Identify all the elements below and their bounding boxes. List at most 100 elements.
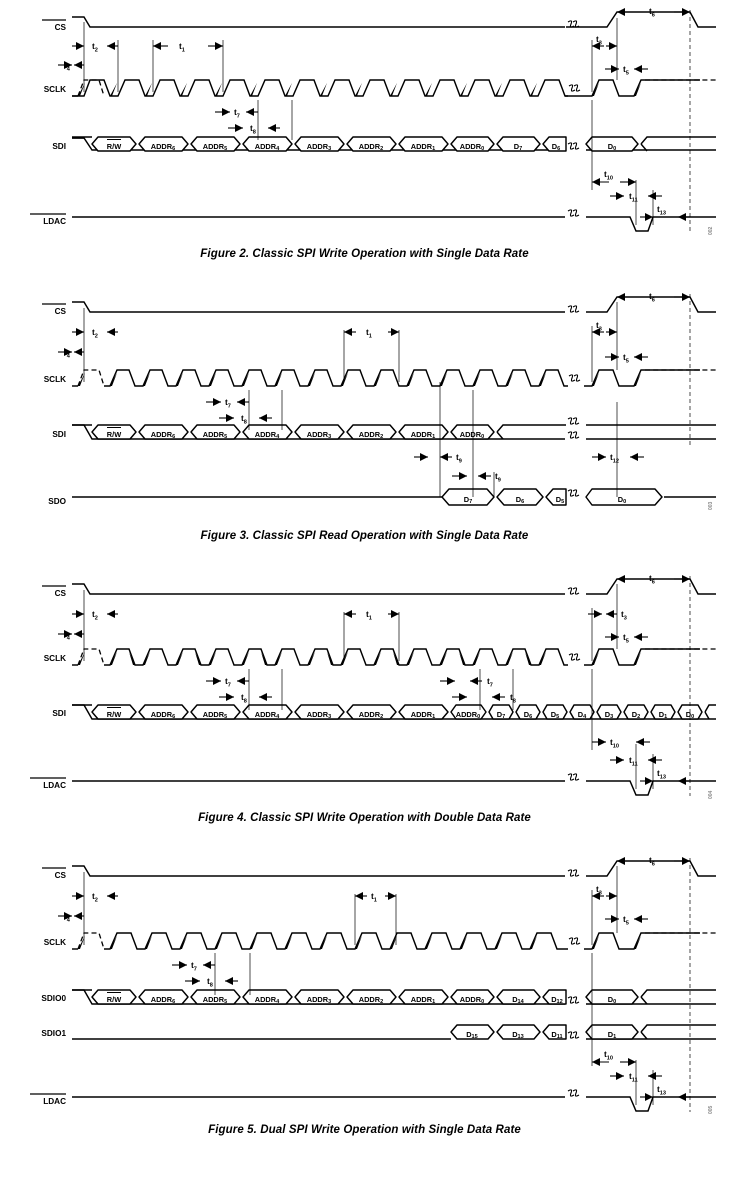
timing-marker-t11: t11 — [610, 755, 662, 767]
figure-3-caption: Figure 3. Classic SPI Read Operation wit… — [200, 530, 529, 542]
t-label: t2 — [92, 41, 98, 53]
t-label: t8 — [241, 413, 247, 425]
sdi-trailing-bottom — [496, 431, 504, 440]
sdi-cell-label: ADDR5 — [203, 430, 227, 441]
sdio1-cell-label: D1 — [608, 1030, 616, 1041]
cs-break-symbol — [567, 869, 580, 877]
signal-label-ldac: LDAC — [43, 1097, 66, 1106]
timing-marker-t5: t5 — [605, 64, 648, 76]
sdi-cell: ADDR1 — [398, 424, 449, 441]
sdi-cell: ADDR2 — [346, 136, 397, 153]
sclk-break-symbol — [568, 653, 581, 661]
sdi-waveform — [72, 704, 716, 720]
t-label: t5 — [623, 632, 629, 644]
sdo-waveform: D7 D6 D5 D0 — [72, 488, 716, 506]
sdi-cell: ADDR1 — [398, 136, 449, 153]
sdi-cell-label: D4 — [578, 710, 587, 721]
t-label: t6 — [649, 6, 655, 18]
t-label: t7 — [487, 676, 493, 688]
sdi-cell: ADDR2 — [346, 424, 397, 441]
timing-marker-t3: t3 — [592, 320, 617, 336]
sdi-cell-label: ADDR1 — [411, 430, 435, 441]
timing-marker-t5: t5 — [605, 632, 648, 644]
timing-marker-t1: t1 — [344, 609, 399, 621]
sdio1-cell-label: D11 — [551, 1030, 562, 1041]
cs-waveform-left — [72, 301, 565, 313]
timing-marker-t13: t13 — [640, 1084, 690, 1101]
t-label: t3 — [596, 34, 602, 46]
t-label: t5 — [623, 352, 629, 364]
sdi-cell-label: D1 — [659, 710, 667, 721]
timing-markers: t2 t1 t4 t7 — [58, 291, 690, 483]
t-label: t6 — [649, 291, 655, 303]
timing-marker-t11: t11 — [610, 1071, 662, 1083]
t-label: t1 — [366, 609, 372, 621]
sdi-cell: R/W — [91, 136, 137, 152]
t-label: t3 — [596, 884, 602, 896]
sdio0-trailing-top — [640, 989, 716, 998]
t-label: t4 — [64, 347, 71, 359]
sdi-cell: ADDR6 — [138, 136, 189, 153]
sdio0-cell: ADDR2 — [346, 989, 397, 1006]
t-label: t11 — [629, 755, 638, 767]
sdio0-cell-label: ADDR6 — [151, 995, 175, 1006]
sdi-cell: D3 — [596, 704, 622, 721]
timing-markers: t2 t1 t4 t7 — [58, 6, 690, 221]
sdi-rail-bottom — [72, 704, 716, 720]
sdi-cell-label: ADDR0 — [460, 142, 484, 153]
sdo-break-symbol — [567, 489, 580, 497]
sdio0-cell: ADDR3 — [294, 989, 345, 1006]
signal-label-cs: CS — [55, 23, 67, 32]
sdi-cell-label: D3 — [605, 710, 613, 721]
sdi-cell-label: ADDR2 — [359, 142, 383, 153]
sdi-cell: ADDR4 — [242, 704, 293, 721]
sdio0-cell-label: ADDR2 — [359, 995, 383, 1006]
timing-marker-t8-a: t8 — [219, 692, 272, 704]
sdi-cell-label: D7 — [497, 710, 505, 721]
sdi-cell: D6 — [542, 136, 567, 153]
sdi-cell: ADDR6 — [138, 704, 189, 721]
sclk-break-symbol — [568, 374, 581, 382]
signal-label-sdio0: SDIO0 — [41, 994, 66, 1003]
sdio0-cell: ADDR4 — [242, 989, 293, 1006]
timing-markers: t2 t1 t4 t7 — [58, 855, 690, 1101]
sdio0-cell-label: D0 — [608, 995, 616, 1006]
t-label: t4 — [64, 911, 71, 923]
ldac-break-symbol — [567, 773, 580, 781]
sdi-trailing-top — [640, 136, 716, 145]
signal-label-sdi: SDI — [52, 430, 66, 439]
sdi-cell-label: D6 — [552, 142, 560, 153]
sdi-cells: R/W ADDR6 ADDR5 ADDR4 ADDR3 ADDR2 ADDR1 … — [91, 704, 716, 721]
figure-4-timing-diagram: CS SCLK SDI LDAC — [30, 573, 716, 799]
cs-break-symbol — [567, 20, 580, 28]
timing-markers: t2 t1 t4 t7 — [58, 573, 690, 785]
figure-2-caption: Figure 2. Classic SPI Write Operation wi… — [200, 248, 529, 260]
timing-marker-t9-a: t9 — [414, 452, 462, 464]
signal-label-sdio1: SDIO1 — [41, 1029, 66, 1038]
timing-marker-t7-a: t7 — [206, 676, 249, 688]
cs-waveform-right — [586, 578, 716, 595]
sdi-cell-label: ADDR3 — [307, 430, 331, 441]
ldac-waveform-right — [586, 1096, 716, 1112]
t-label: t7 — [225, 676, 231, 688]
figure-2-block: CS SCLK SDI LDAC — [0, 0, 729, 260]
timing-marker-t13: t13 — [640, 204, 690, 221]
sdo-cell-label: D5 — [556, 495, 564, 506]
sdi-cell-label: ADDR4 — [255, 430, 280, 441]
timing-marker-t6: t6 — [617, 573, 690, 585]
sclk-break-symbol — [568, 937, 581, 945]
t-label: t11 — [629, 1071, 638, 1083]
sdio0-cell-label: ADDR4 — [255, 995, 280, 1006]
sdio0-trailing-bottom — [640, 996, 648, 1005]
sdio1-cell: D15 — [450, 1024, 495, 1041]
sdi-cell: R/W — [91, 704, 137, 720]
timing-marker-t3: t3 — [592, 884, 617, 900]
sdi-cell: D7 — [496, 136, 541, 153]
sdi-cell: D4 — [569, 704, 595, 721]
figure-id-stamp: 003 — [708, 501, 714, 510]
t-label: t4 — [64, 629, 71, 641]
sdi-cell: R/W — [91, 424, 137, 440]
sdi-cell: D2 — [623, 704, 649, 721]
t-label: t8 — [241, 692, 247, 704]
